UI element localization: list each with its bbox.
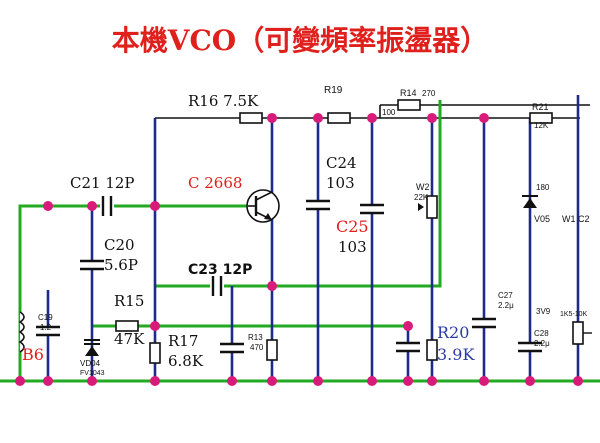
c28-label: C28 — [534, 329, 549, 338]
junction-node — [403, 321, 413, 331]
c20-label: C20 — [104, 236, 135, 254]
fv1043-label: FV1043 — [80, 370, 105, 377]
junction-node — [87, 376, 97, 386]
r20-label: R20 — [437, 323, 469, 342]
c21-capacitor — [100, 196, 114, 216]
c20-value-label: 5.6P — [104, 256, 138, 274]
junction-node — [427, 376, 437, 386]
junction-node — [267, 113, 277, 123]
junction-node — [267, 281, 277, 291]
vd04-label: VD04 — [80, 359, 101, 368]
junction-node — [479, 376, 489, 386]
junction-node — [43, 376, 53, 386]
c19-value-label: 1.2 — [40, 323, 52, 332]
r17-resistor — [149, 342, 161, 364]
junction-node — [525, 376, 535, 386]
junction-node — [15, 376, 25, 386]
r13-value-label: 470 — [250, 343, 264, 352]
value-180-label: 180 — [536, 183, 550, 192]
w1c2-label: W1 C2 — [562, 214, 590, 224]
r13-resistor — [266, 339, 278, 361]
c22-capacitor — [220, 342, 244, 354]
junction-node — [313, 113, 323, 123]
r21-value-label: 12K — [534, 121, 549, 130]
bypass-capacitor — [396, 341, 420, 353]
c25-label: C25 — [336, 217, 369, 236]
v05-label: V05 — [534, 214, 550, 224]
r21-label: R21 — [532, 102, 549, 112]
r15-value-label: 47K — [114, 330, 145, 348]
r21-resistor — [529, 112, 553, 124]
junction-node — [427, 113, 437, 123]
c28-value-label: 2.2μ — [534, 339, 550, 348]
r17-label: R17 — [168, 332, 198, 350]
r16-resistor — [239, 112, 263, 124]
junction-node — [313, 376, 323, 386]
r20-value-label: 3.9K — [437, 345, 475, 364]
w2-value-label: 22K — [414, 193, 429, 202]
page-title: 本機VCO（可變頻率振盪器） — [112, 24, 488, 57]
junction-node — [573, 376, 583, 386]
junction-node — [367, 113, 377, 123]
c24-label: C24 — [326, 154, 357, 172]
junction-node — [150, 376, 160, 386]
junction-node — [367, 376, 377, 386]
junction-node — [227, 376, 237, 386]
junction-node — [479, 113, 489, 123]
c27-label: C27 — [498, 291, 513, 300]
r13-label: R13 — [248, 333, 263, 342]
c25-value-label: 103 — [338, 238, 367, 256]
c19-capacitor — [36, 325, 60, 337]
c23-capacitor — [210, 276, 224, 296]
c21-label: C21 12P — [70, 174, 135, 192]
junction-nodes — [15, 113, 583, 386]
r17-value-label: 6.8K — [168, 352, 204, 370]
c25-capacitor — [360, 203, 384, 215]
c27-capacitor — [472, 317, 496, 329]
r14-value-label: 270 — [422, 89, 436, 98]
r14-label: R14 — [400, 88, 417, 98]
value-1k5-label: 1K5-10K — [560, 311, 588, 318]
w2-label: W2 — [416, 182, 430, 192]
value-3v9-label: 3V9 — [536, 307, 551, 316]
junction-node — [87, 201, 97, 211]
junction-node — [150, 321, 160, 331]
c27-value-label: 2.2μ — [498, 301, 514, 310]
emitter-wire — [155, 100, 442, 288]
value-100-label: 100 — [382, 108, 396, 117]
r20-resistor — [426, 339, 438, 361]
r16-label: R16 7.5K — [188, 92, 259, 110]
w2-potentiometer — [418, 195, 438, 219]
c2668-label: C 2668 — [188, 174, 242, 192]
junction-node — [267, 376, 277, 386]
r15-label: R15 — [114, 292, 144, 310]
c20-capacitor — [80, 259, 104, 271]
junction-node — [43, 201, 53, 211]
r14-resistor — [397, 99, 421, 111]
v05-diode — [522, 195, 538, 208]
c23-label: C23 12P — [188, 262, 252, 278]
vd04-varactor — [84, 339, 100, 356]
c2668-transistor — [246, 189, 280, 223]
b6-label: B6 — [22, 345, 44, 364]
r15-resistor — [115, 320, 139, 332]
c24-value-label: 103 — [326, 174, 355, 192]
trimmer-resistor — [572, 321, 592, 345]
c19-label: C19 — [38, 313, 53, 322]
r19-resistor — [327, 112, 351, 124]
b6-coil — [18, 311, 25, 353]
r19-label: R19 — [324, 85, 343, 96]
junction-node — [150, 201, 160, 211]
c24-capacitor — [306, 199, 330, 211]
c28-capacitor — [518, 341, 542, 353]
junction-node — [403, 376, 413, 386]
